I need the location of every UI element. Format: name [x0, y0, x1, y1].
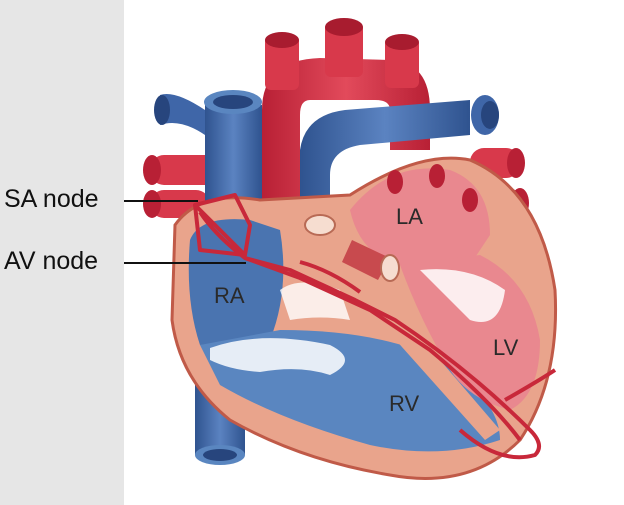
av-node-label: AV node — [4, 247, 99, 275]
pulmonary-valve-tube — [342, 240, 400, 282]
aortic-valve — [304, 214, 336, 236]
conduction-system — [193, 193, 557, 460]
left-label-panel — [0, 0, 124, 505]
right-atrium-label: RA — [214, 283, 245, 308]
aorta — [262, 18, 430, 260]
pulmonary-artery — [300, 95, 499, 230]
right-ventricle-label: RV — [389, 391, 420, 416]
left-ventricle — [400, 255, 540, 410]
left-atrium-label: LA — [396, 204, 423, 229]
left-atrium — [350, 168, 490, 265]
sa-node-label: SA node — [4, 185, 99, 213]
left-ventricle-label: LV — [493, 335, 519, 360]
